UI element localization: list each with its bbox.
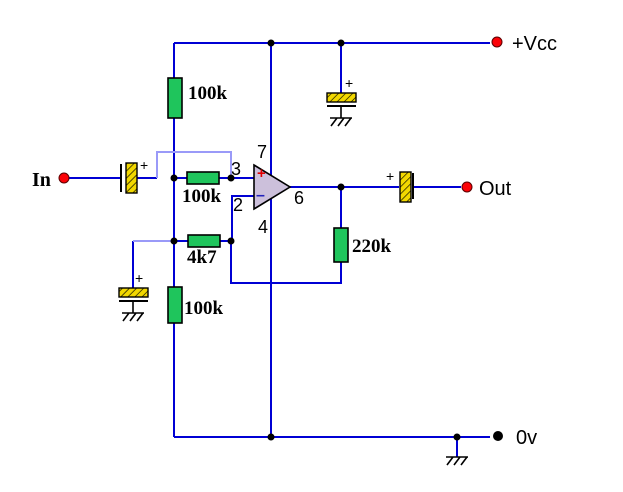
pin6-label: 6 — [294, 188, 304, 208]
bypass-cap-plus-mark: + — [345, 75, 353, 91]
output-cap-hatch — [400, 172, 411, 202]
input-bypass-route-wire — [156, 151, 232, 178]
in-terminal-dot — [58, 172, 70, 184]
opamp-inverting-mark: – — [256, 187, 265, 204]
output-cap-plus-mark: + — [386, 168, 394, 184]
ground-symbol-gain-cap — [122, 312, 144, 322]
opamp-triangle — [253, 163, 292, 211]
gain-cap-hatch — [119, 288, 148, 297]
junction-pin2 — [227, 237, 235, 245]
junction-bias-mid — [170, 174, 178, 182]
junction-output-node — [337, 183, 345, 191]
zerovolt-terminal-dot — [493, 431, 503, 441]
bypass-cap-hatch — [327, 93, 356, 102]
vcc-terminal-dot — [491, 36, 503, 48]
junction-gnd-earth — [453, 433, 461, 441]
pin7-label: 7 — [257, 142, 267, 162]
resistor-input-series — [186, 171, 220, 185]
ground-symbol-bypass — [330, 117, 352, 127]
junction-gain-left — [170, 237, 178, 245]
feedback-wire — [230, 187, 342, 284]
opamp-noninverting-mark: + — [257, 165, 266, 182]
pin2-label: 2 — [233, 195, 243, 215]
vcc-label: +Vcc — [512, 33, 557, 55]
resistor-feedback — [333, 227, 349, 263]
in-label: In — [32, 169, 51, 191]
input-coupling-capacitor: + — [120, 157, 148, 194]
inverting-input-wire — [231, 195, 254, 241]
out-terminal-dot — [461, 181, 473, 193]
resistor-gain — [187, 234, 221, 248]
supply-bypass-capacitor: + — [326, 75, 357, 118]
resistor-bias-top — [167, 77, 183, 119]
resistor-input-series-label: 100k — [182, 186, 222, 207]
input-cap-hatch — [126, 163, 137, 193]
resistor-feedback-label: 220k — [352, 236, 392, 257]
ground-symbol-rail — [446, 456, 468, 466]
resistor-bias-bottom — [167, 286, 183, 324]
output-coupling-capacitor: + — [386, 168, 414, 203]
junction-vcc-supply — [267, 39, 275, 47]
junction-gnd-supply — [267, 433, 275, 441]
resistor-gain-label: 4k7 — [187, 247, 217, 268]
resistor-bias-top-label: 100k — [188, 83, 228, 104]
pin3-label: 3 — [231, 159, 241, 179]
input-cap-plus-mark: + — [140, 157, 148, 173]
zerovolt-label: 0v — [516, 427, 537, 449]
junction-vcc-bypass — [337, 39, 345, 47]
resistor-bias-bottom-label: 100k — [184, 298, 224, 319]
out-label: Out — [479, 178, 512, 200]
gain-cap-plus-mark: + — [135, 270, 143, 286]
gain-decoupling-capacitor: + — [118, 270, 149, 313]
junction-pin3 — [227, 174, 235, 182]
pin4-label: 4 — [258, 217, 268, 237]
